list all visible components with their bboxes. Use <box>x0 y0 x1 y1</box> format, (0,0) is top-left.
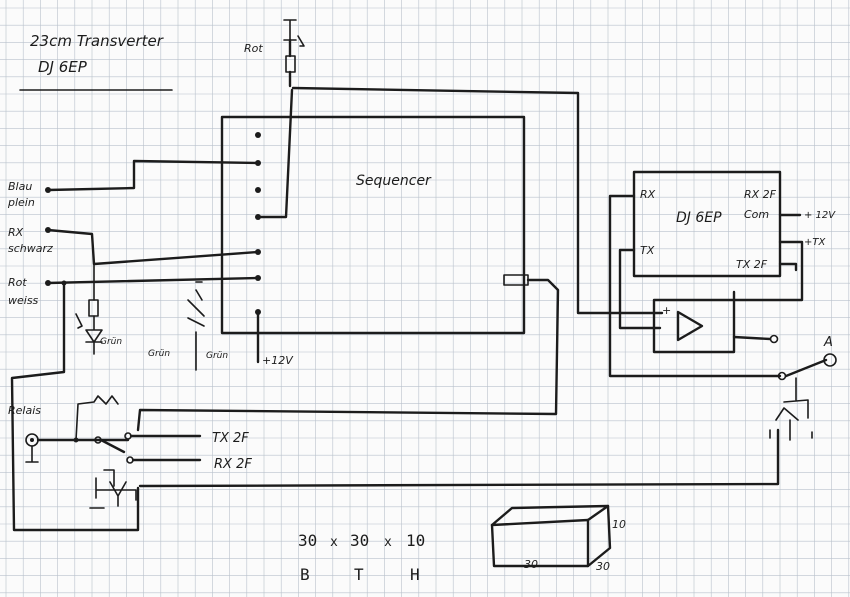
blau-wire <box>46 159 260 192</box>
box-depth-label: 30 <box>596 560 610 573</box>
module-plus-tx-label: +TX <box>804 237 826 248</box>
module-tx2f-wire <box>778 262 798 272</box>
module-rx2f-pin: RX 2F <box>744 188 777 201</box>
amplifier-output-wire <box>732 335 772 341</box>
module-com-out-label: + 12V <box>804 210 836 221</box>
plus12v-label: +12V <box>262 354 294 367</box>
led-arrow <box>75 313 83 329</box>
module-rx-pin: RX <box>640 188 656 201</box>
terminal-dot <box>255 132 261 138</box>
gruen-label: Grün <box>100 337 122 347</box>
module-rx-wire <box>608 194 782 378</box>
box-top-face <box>490 504 610 527</box>
module-tx2f-pin: TX 2F <box>736 258 768 271</box>
module-tx-pin: TX <box>640 244 655 257</box>
blau-color-label: plein <box>7 196 35 209</box>
rx-color-label: schwarz <box>8 242 53 255</box>
relay-coil-left <box>75 395 119 441</box>
module-tx-wire <box>618 248 662 330</box>
relay-arm-left <box>99 438 126 454</box>
relay-bottom-wire <box>138 428 780 488</box>
amplifier-output-terminal <box>769 334 779 344</box>
relay-ground <box>25 445 39 463</box>
relay-coil-right <box>769 377 813 441</box>
sequencer-box <box>220 115 526 335</box>
terminal-dot <box>255 187 261 193</box>
dim-t-value: 30 <box>350 531 369 550</box>
sequencer-label: Sequencer <box>356 173 432 189</box>
top-fuse-symbol <box>283 19 305 47</box>
rot-label: Rot <box>244 42 263 55</box>
dim-h-value: 10 <box>406 531 425 550</box>
title-text: 23cm Transverter <box>30 32 164 50</box>
rx2f-label: RX 2F <box>214 457 252 472</box>
rx-wire <box>46 228 260 266</box>
amplifier-box <box>652 298 736 354</box>
led-resistor <box>88 299 99 317</box>
rot-input-color-label: weiss <box>8 294 39 307</box>
author-text: DJ 6EP <box>38 58 88 76</box>
antenna-label: A <box>823 335 833 350</box>
sequencer-output-wire <box>136 278 560 432</box>
module-com-pin: Com <box>744 208 769 221</box>
dim-b-letter: B <box>300 565 310 584</box>
led-diode <box>85 315 103 355</box>
relais-label: Relais <box>8 404 41 417</box>
tx2f-label: TX 2F <box>212 431 249 446</box>
box-side-face <box>586 504 612 568</box>
amplifier-triangle <box>676 310 704 342</box>
module-box <box>632 170 782 278</box>
rot-wire <box>46 276 260 285</box>
rot-loop-wire <box>10 281 140 532</box>
antenna-socket <box>823 353 837 367</box>
dim-b-value: 30 <box>298 531 317 550</box>
gruen-led-label-2: Grün <box>206 351 228 361</box>
top-to-amp-wire <box>291 86 664 315</box>
led-chain-2 <box>187 281 205 371</box>
dim-times-1: x <box>330 535 338 550</box>
amplifier-plus: + <box>662 304 671 317</box>
module-label: DJ 6EP <box>676 210 722 226</box>
blau-label: Blau <box>8 180 32 193</box>
top-resistor <box>285 55 296 73</box>
top-to-sequencer-wire <box>256 88 294 219</box>
dim-t-letter: T <box>354 565 364 584</box>
gruen-led-label: Grün <box>148 349 170 359</box>
sequencer-terminals <box>255 132 261 315</box>
relay-switch-arm <box>784 358 828 378</box>
rx-label: RX <box>8 226 24 239</box>
dim-h-letter: H <box>410 565 420 584</box>
relay-socket-center <box>30 438 34 442</box>
box-height-label: 10 <box>612 518 626 531</box>
relay-diode-left <box>89 469 137 509</box>
module-right-wires <box>732 213 804 302</box>
box-width-label: 30 <box>524 558 538 571</box>
rot-input-label: Rot <box>8 276 27 289</box>
dim-times-2: x <box>384 535 392 550</box>
